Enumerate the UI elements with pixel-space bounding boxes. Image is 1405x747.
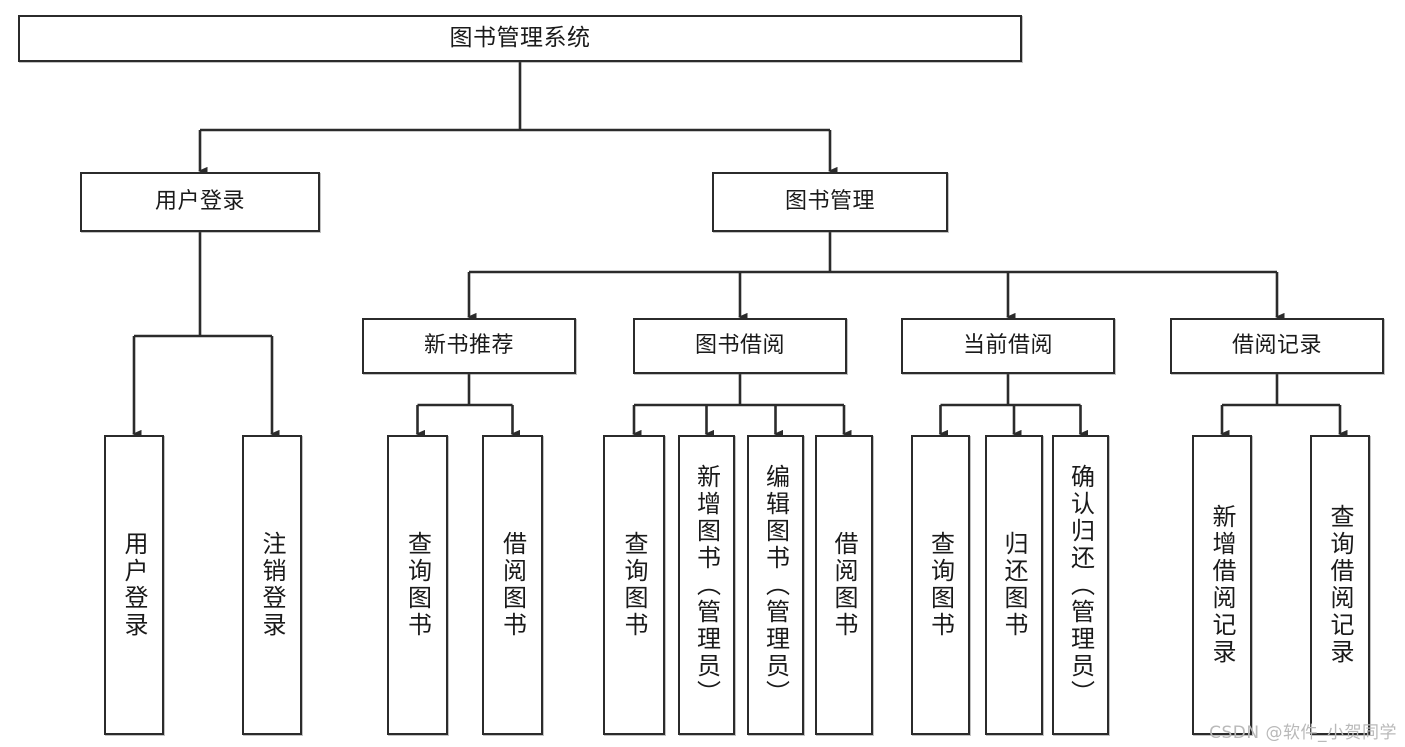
node-leaf-user-login-label: 用户登录 — [120, 531, 148, 639]
node-leaf-add-book-label: 新增图书（管理员） — [692, 463, 721, 707]
node-current-borrow-label: 当前借阅 — [962, 333, 1053, 359]
node-book-manage[interactable]: 图书管理 — [712, 172, 948, 232]
node-leaf-user-logout-label: 注销登录 — [258, 531, 286, 639]
node-new-book-recommend-label: 新书推荐 — [423, 333, 514, 359]
node-leaf-add-record-label: 新增借阅记录 — [1208, 504, 1236, 666]
node-leaf-user-login[interactable]: 用户登录 — [104, 435, 164, 735]
node-current-borrow[interactable]: 当前借阅 — [901, 318, 1115, 374]
node-leaf-add-record[interactable]: 新增借阅记录 — [1192, 435, 1252, 735]
node-leaf-query-book-2[interactable]: 查询图书 — [603, 435, 665, 735]
node-leaf-query-record-label: 查询借阅记录 — [1326, 504, 1354, 666]
node-leaf-return-book-label: 归还图书 — [1000, 531, 1028, 639]
node-root[interactable]: 图书管理系统 — [18, 15, 1022, 62]
node-borrow-record-label: 借阅记录 — [1231, 333, 1322, 359]
node-leaf-query-record[interactable]: 查询借阅记录 — [1310, 435, 1370, 735]
node-leaf-edit-book-label: 编辑图书（管理员） — [761, 463, 790, 707]
node-leaf-query-book-3-label: 查询图书 — [926, 531, 955, 639]
node-book-borrow[interactable]: 图书借阅 — [633, 318, 847, 374]
node-book-borrow-label: 图书借阅 — [694, 333, 785, 359]
node-leaf-edit-book[interactable]: 编辑图书（管理员） — [747, 435, 804, 735]
node-leaf-return-book[interactable]: 归还图书 — [985, 435, 1043, 735]
node-root-label: 图书管理系统 — [449, 25, 591, 52]
node-new-book-recommend[interactable]: 新书推荐 — [362, 318, 576, 374]
node-user-login-label: 用户登录 — [154, 189, 245, 215]
node-user-login[interactable]: 用户登录 — [80, 172, 320, 232]
node-leaf-confirm-return-label: 确认归还（管理员） — [1066, 463, 1095, 707]
node-borrow-record[interactable]: 借阅记录 — [1170, 318, 1384, 374]
node-leaf-query-book-2-label: 查询图书 — [620, 531, 648, 639]
node-leaf-borrow-book-1-label: 借阅图书 — [498, 531, 527, 639]
node-leaf-query-book-1-label: 查询图书 — [403, 531, 432, 639]
node-leaf-query-book-1[interactable]: 查询图书 — [387, 435, 448, 735]
node-leaf-borrow-book-2-label: 借阅图书 — [830, 531, 858, 639]
node-leaf-borrow-book-2[interactable]: 借阅图书 — [815, 435, 873, 735]
node-book-manage-label: 图书管理 — [784, 189, 875, 215]
node-leaf-add-book[interactable]: 新增图书（管理员） — [678, 435, 735, 735]
watermark-text: CSDN @软件_小贺同学 — [1209, 723, 1397, 743]
node-leaf-borrow-book-1[interactable]: 借阅图书 — [482, 435, 543, 735]
node-leaf-user-logout[interactable]: 注销登录 — [242, 435, 302, 735]
node-leaf-confirm-return[interactable]: 确认归还（管理员） — [1052, 435, 1109, 735]
node-leaf-query-book-3[interactable]: 查询图书 — [911, 435, 970, 735]
